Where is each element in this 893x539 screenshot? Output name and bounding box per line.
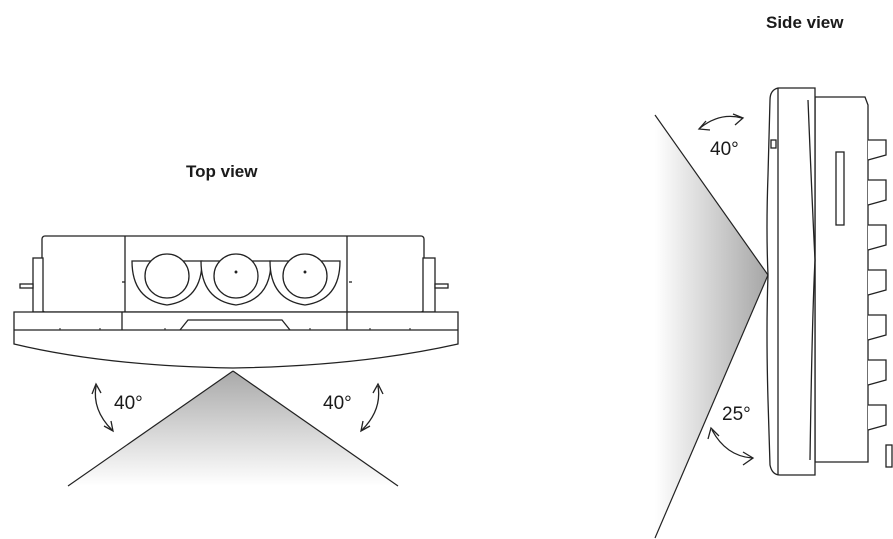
side-view-title: Side view	[766, 13, 844, 32]
side-view-angle-bottom: 25°	[722, 404, 751, 425]
side-view-angle-arrows	[697, 113, 755, 466]
top-view-title: Top view	[186, 162, 258, 181]
top-view-angle-right: 40°	[323, 393, 352, 414]
top-view-lenses	[131, 253, 341, 306]
top-view-detection-cone	[67, 370, 399, 487]
side-view-detector-body	[766, 87, 893, 476]
top-view-angle-arrows	[91, 382, 384, 433]
side-view-angle-top: 40°	[710, 139, 739, 160]
top-view-angle-left: 40°	[114, 393, 143, 414]
side-view-detection-cone	[654, 114, 769, 539]
